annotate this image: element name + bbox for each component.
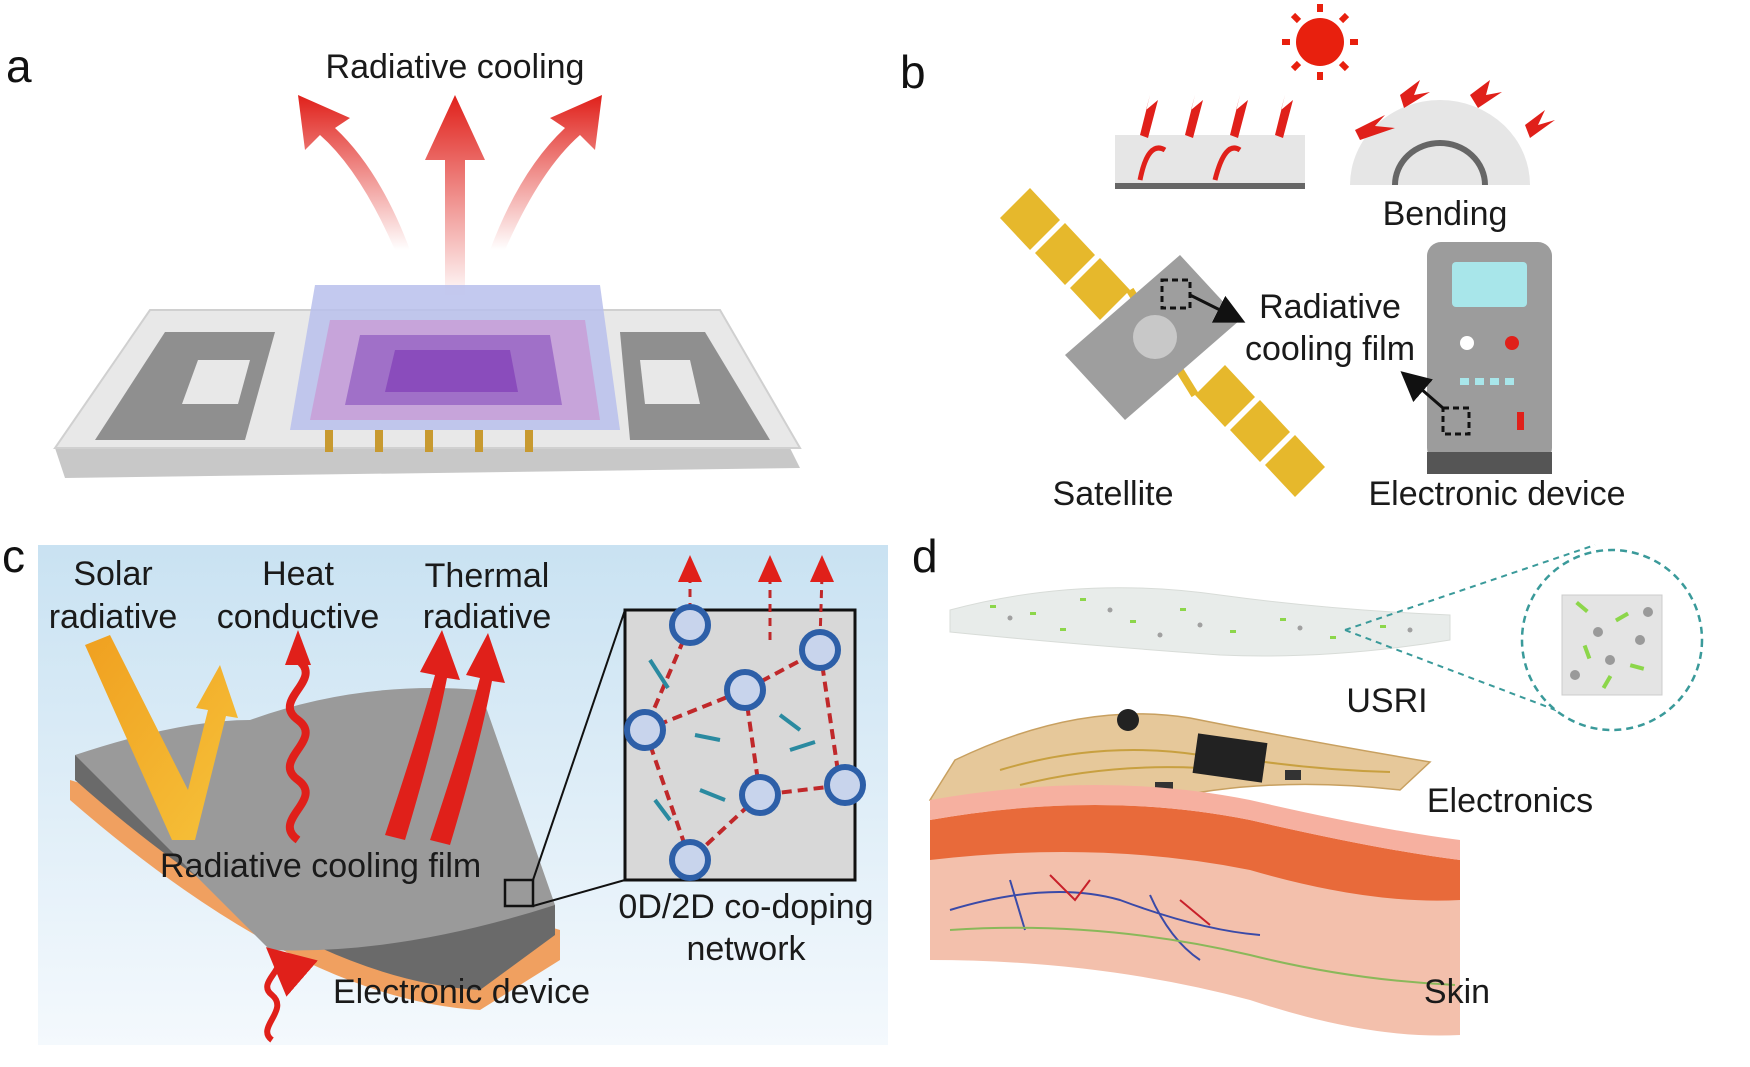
satellite-label: Satellite: [1053, 475, 1174, 513]
heat-label-line1: Heat: [262, 555, 334, 593]
panel-a: a Radiative cooling: [6, 40, 802, 478]
cooling-arrow-left: [298, 95, 410, 250]
cooling-arrows: [298, 95, 602, 300]
film-label-line2: cooling film: [1245, 330, 1415, 368]
solar-label-line1: Solar: [73, 555, 152, 593]
panel-c: c Solar radiative Heat conductive Therma…: [2, 530, 888, 1045]
solar-panel-upper: [1000, 188, 1130, 320]
network-inset: [623, 555, 866, 882]
network-label-line1: 0D/2D co-doping: [618, 888, 873, 926]
bending-label: Bending: [1383, 195, 1508, 233]
heat-wave-arrow: [285, 656, 310, 844]
device-heat-wave: [264, 947, 318, 1043]
flat-film-icon: [1115, 95, 1305, 189]
circuit-board: [53, 285, 802, 478]
sun-icon: [1282, 4, 1358, 80]
panel-a-title: Radiative cooling: [326, 48, 585, 86]
skin-layers: [930, 785, 1460, 1036]
usri-zoom-inset: [1344, 544, 1704, 732]
solar-arrow: [85, 635, 238, 840]
electronics-label: Electronics: [1427, 782, 1593, 820]
panel-b: b: [900, 4, 1626, 513]
skin-label: Skin: [1424, 973, 1490, 1011]
solar-panel-lower: [1195, 365, 1325, 497]
satellite-icon: [1000, 188, 1325, 497]
thermal-arrows: [385, 630, 505, 845]
panel-c-letter: c: [2, 530, 25, 582]
film-label-c: Radiative cooling film: [160, 847, 481, 885]
bent-film-icon: [1350, 80, 1555, 186]
heat-wave-arrowhead: [285, 630, 311, 665]
panel-a-letter: a: [6, 40, 32, 92]
cooling-arrow-center: [425, 95, 485, 300]
panel-d: d USRI: [912, 530, 1704, 1036]
thermal-label-line1: Thermal: [425, 557, 550, 595]
film-label-line1: Radiative: [1259, 288, 1401, 326]
ic-chip: [1192, 733, 1268, 783]
usri-label: USRI: [1346, 682, 1427, 720]
panel-b-letter: b: [900, 46, 926, 98]
panel-d-letter: d: [912, 530, 938, 582]
usri-film: [949, 587, 1451, 657]
heat-label-line2: conductive: [217, 598, 380, 636]
thermal-label-line2: radiative: [423, 598, 552, 636]
electronic-device-icon: [1400, 242, 1552, 474]
network-label-line2: network: [686, 930, 806, 968]
device-label-c: Electronic device: [333, 973, 590, 1011]
chip-die: [385, 350, 518, 392]
device-label-b: Electronic device: [1368, 475, 1625, 513]
solar-label-line2: radiative: [49, 598, 178, 636]
cooling-arrow-right: [490, 95, 602, 250]
